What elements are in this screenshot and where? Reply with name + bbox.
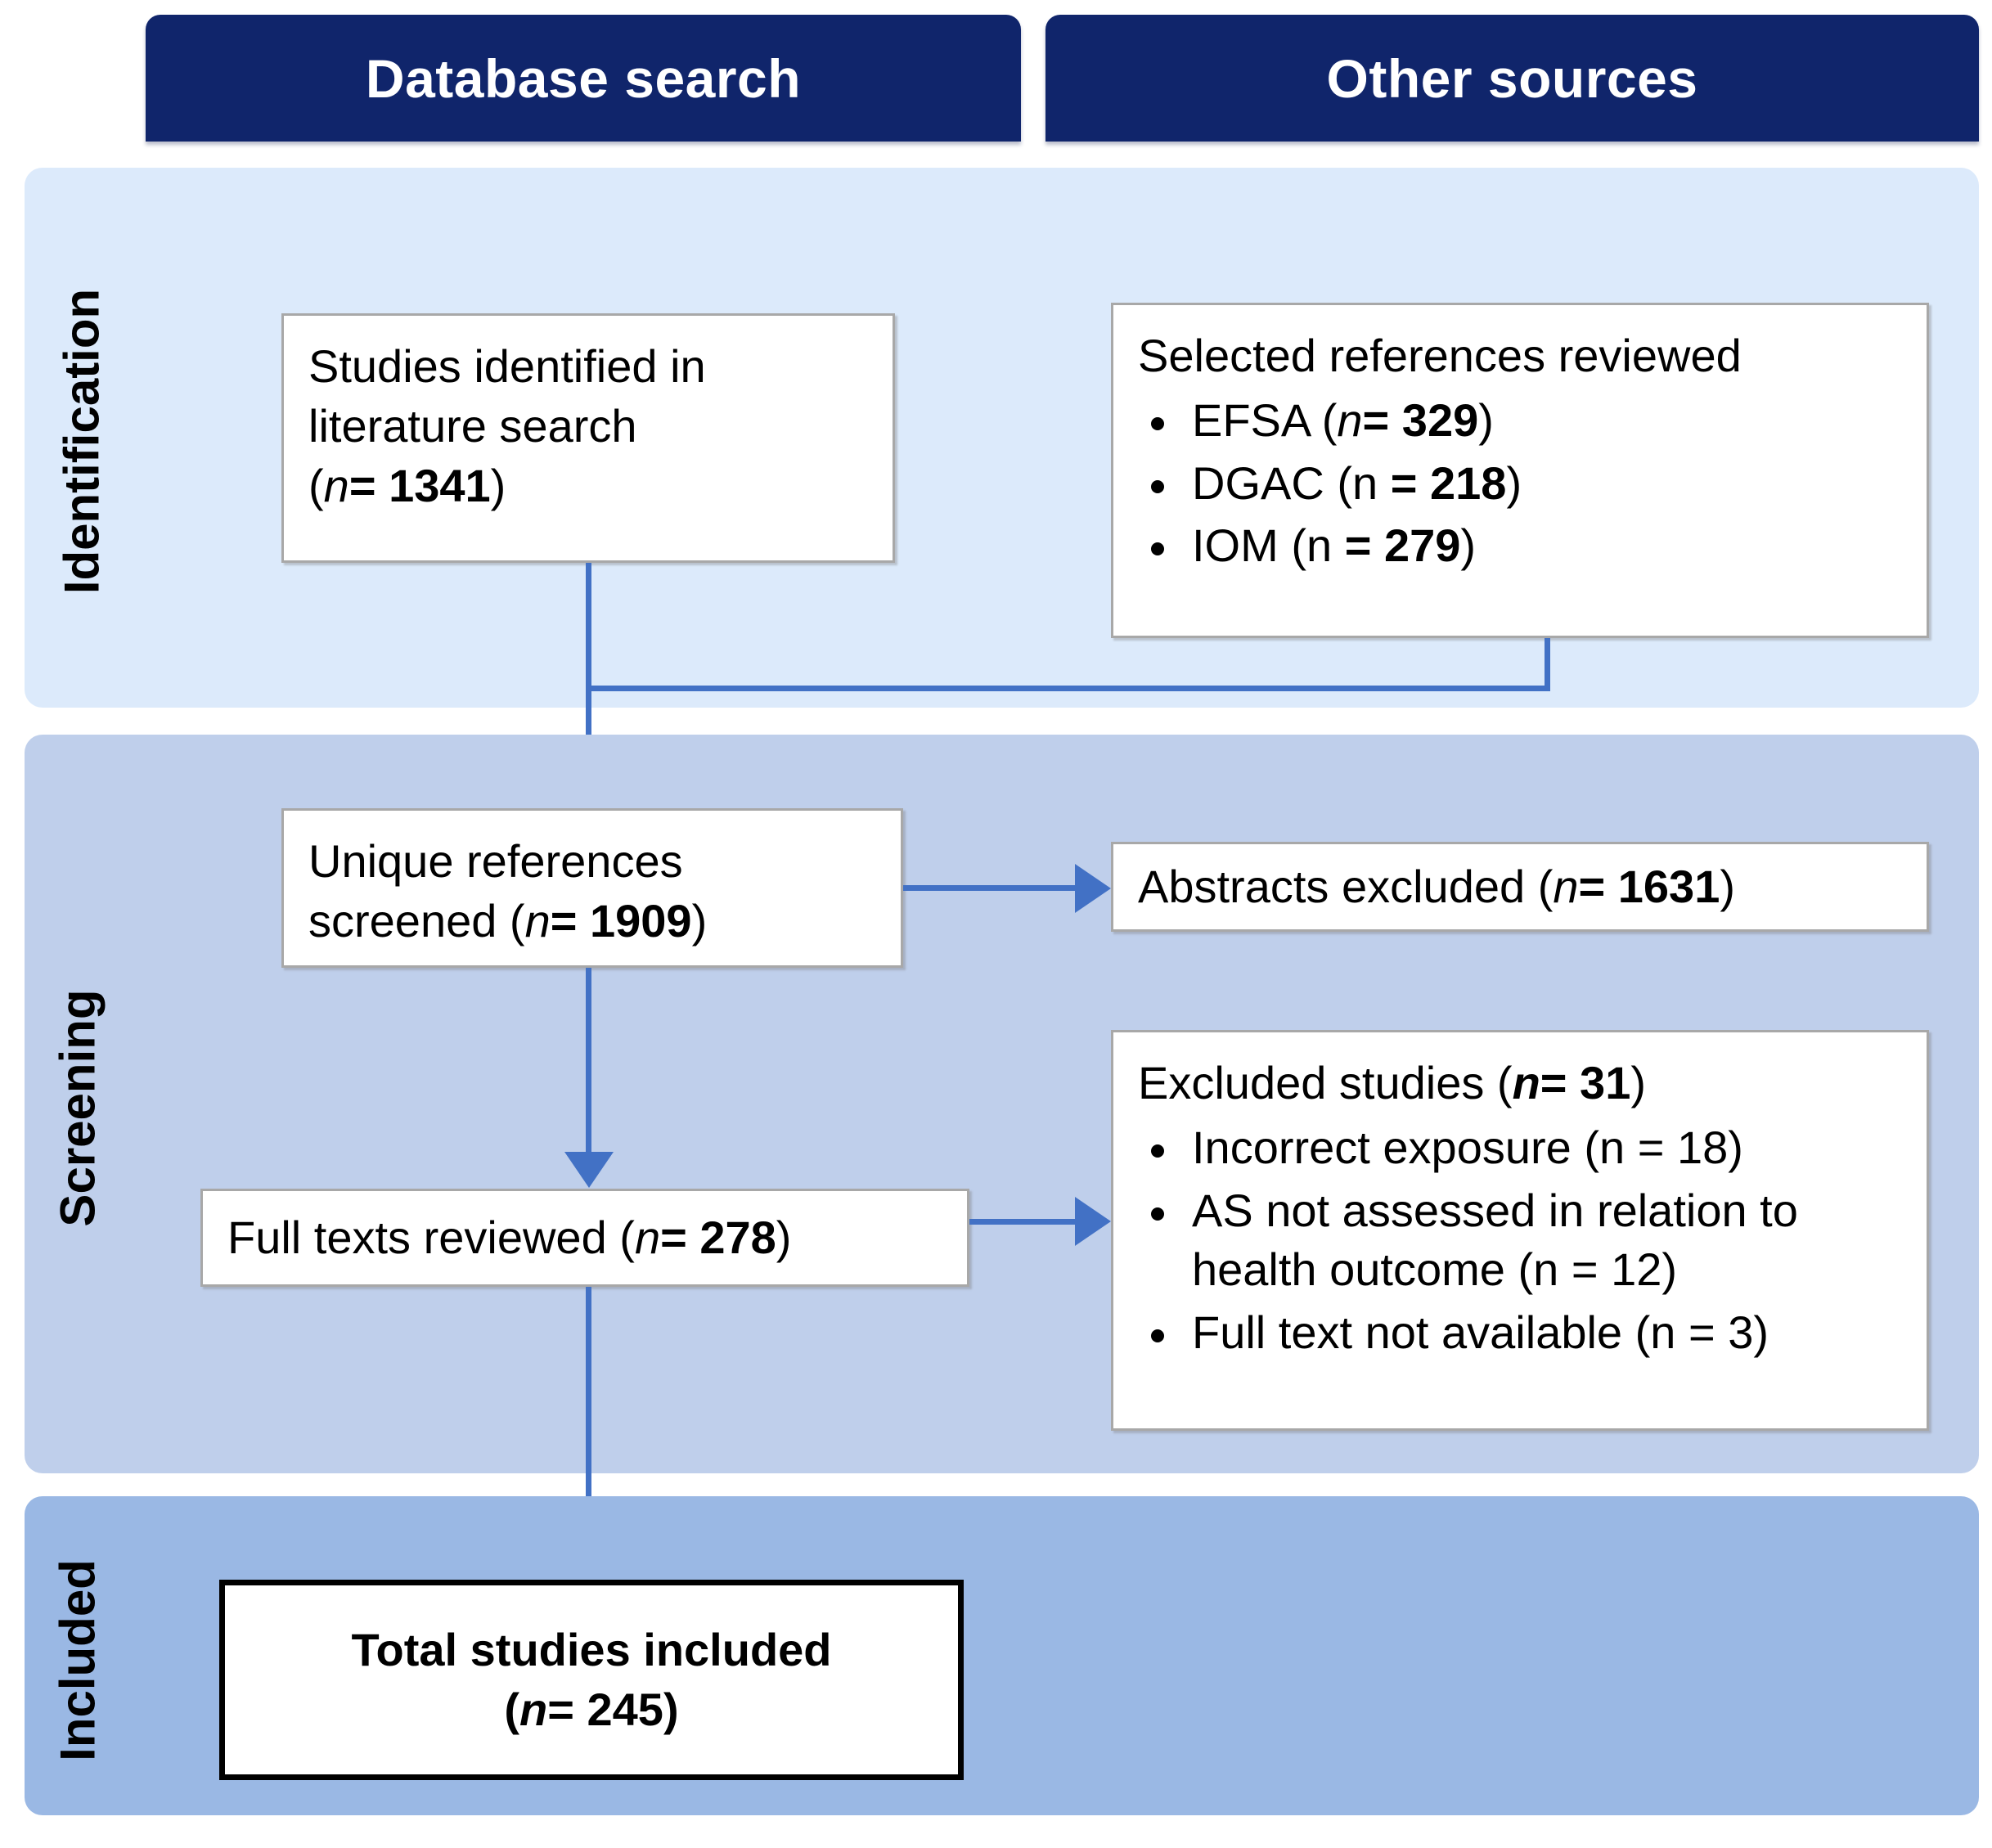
studies-identified-line1: Studies identified in <box>308 340 706 392</box>
full-texts-suffix: ) <box>776 1211 792 1263</box>
source-efsa-n: = 329 <box>1362 393 1479 446</box>
total-included-prefix: ( <box>504 1683 520 1735</box>
abstracts-excluded-suffix: ) <box>1720 860 1735 912</box>
source-dgac-n: = 218 <box>1390 456 1507 509</box>
excluded-studies-n: = 31 <box>1540 1057 1631 1108</box>
node-full-texts-reviewed: Full texts reviewed (n= 278) <box>200 1189 969 1287</box>
n-symbol: n <box>1512 1057 1540 1108</box>
n-symbol: n <box>634 1211 661 1263</box>
n-symbol: n <box>524 894 551 946</box>
node-excluded-studies: Excluded studies (n= 31) Incorrect expos… <box>1111 1030 1929 1431</box>
n-symbol: n <box>1337 393 1363 446</box>
excluded-studies-list: Incorrect exposure (n = 18) AS not asses… <box>1138 1118 1902 1363</box>
header-database-search: Database search <box>146 15 1021 142</box>
list-item: Full text not available (n = 3) <box>1138 1303 1902 1363</box>
source-iom-n: = 279 <box>1344 519 1461 572</box>
abstracts-excluded-n: = 1631 <box>1578 860 1720 912</box>
abstracts-excluded-prefix: Abstracts excluded ( <box>1138 860 1554 912</box>
node-studies-identified: Studies identified in literature search … <box>281 313 895 563</box>
node-unique-references: Unique references screened (n= 1909) <box>281 808 903 968</box>
source-efsa: EFSA <box>1192 393 1310 446</box>
list-item: AS not assessed in relation to health ou… <box>1138 1181 1902 1301</box>
node-total-studies-included: Total studies included (n= 245) <box>219 1580 964 1780</box>
selected-references-list: EFSA (n= 329) DGAC (n = 218) IOM (n = 27… <box>1138 391 1902 576</box>
n-symbol: n <box>323 459 349 511</box>
n-symbol: n <box>1352 456 1378 509</box>
node-abstracts-excluded: Abstracts excluded (n= 1631) <box>1111 842 1929 932</box>
connector-merge-horizontal <box>586 686 1550 691</box>
full-texts-text: Full texts reviewed (n= 278) <box>227 1208 791 1268</box>
connector-right-vertical <box>1545 638 1550 691</box>
stage-label-identification: Identification <box>54 288 110 595</box>
node-selected-references: Selected references reviewed EFSA (n= 32… <box>1111 303 1929 638</box>
total-included-line2: (n= 245) <box>504 1680 678 1740</box>
excluded-studies-title: Excluded studies (n= 31) <box>1138 1054 1902 1113</box>
abstracts-excluded-text: Abstracts excluded (n= 1631) <box>1138 857 1735 917</box>
list-item: IOM (n = 279) <box>1138 516 1902 576</box>
total-included-n: = 245 <box>547 1683 663 1735</box>
total-included-suffix: ) <box>663 1683 679 1735</box>
header-other-sources: Other sources <box>1045 15 1979 142</box>
arrow-to-full-texts <box>564 1152 614 1188</box>
list-item: DGAC (n = 218) <box>1138 454 1902 514</box>
connector-to-full-texts <box>586 968 591 1154</box>
list-item: EFSA (n= 329) <box>1138 391 1902 451</box>
connector-to-total-included <box>586 1287 591 1543</box>
selected-references-title: Selected references reviewed <box>1138 330 1742 381</box>
excluded-studies-title-suffix: ) <box>1630 1057 1647 1108</box>
unique-references-suffix: ) <box>691 894 708 946</box>
arrow-to-abstracts-excluded <box>1075 864 1111 913</box>
connector-to-abstracts-excluded <box>903 885 1083 891</box>
connector-to-excluded-studies <box>969 1219 1076 1225</box>
studies-identified-n: = 1341 <box>348 459 491 511</box>
total-included-line1: Total studies included <box>351 1623 832 1675</box>
full-texts-prefix: Full texts reviewed ( <box>227 1211 635 1263</box>
n-symbol: n <box>1306 519 1333 572</box>
stage-label-included: Included <box>50 1559 106 1761</box>
studies-identified-line2: literature search <box>308 399 637 452</box>
studies-identified-count: (n= 1341) <box>308 459 506 511</box>
n-symbol: n <box>519 1683 548 1735</box>
unique-references-n: = 1909 <box>550 894 692 946</box>
n-symbol: n <box>1553 860 1579 912</box>
stage-label-screening: Screening <box>50 989 106 1227</box>
source-dgac: DGAC <box>1192 456 1324 509</box>
connector-left-vertical <box>586 563 591 769</box>
unique-references-line1: Unique references <box>308 835 683 887</box>
unique-references-line2: screened (n= 1909) <box>308 892 876 951</box>
arrow-to-excluded-studies <box>1075 1197 1111 1246</box>
list-item: Incorrect exposure (n = 18) <box>1138 1118 1902 1178</box>
full-texts-n: = 278 <box>660 1211 776 1263</box>
unique-references-prefix: screened ( <box>308 894 525 946</box>
excluded-studies-title-prefix: Excluded studies ( <box>1138 1057 1513 1108</box>
source-iom: IOM <box>1192 519 1279 572</box>
